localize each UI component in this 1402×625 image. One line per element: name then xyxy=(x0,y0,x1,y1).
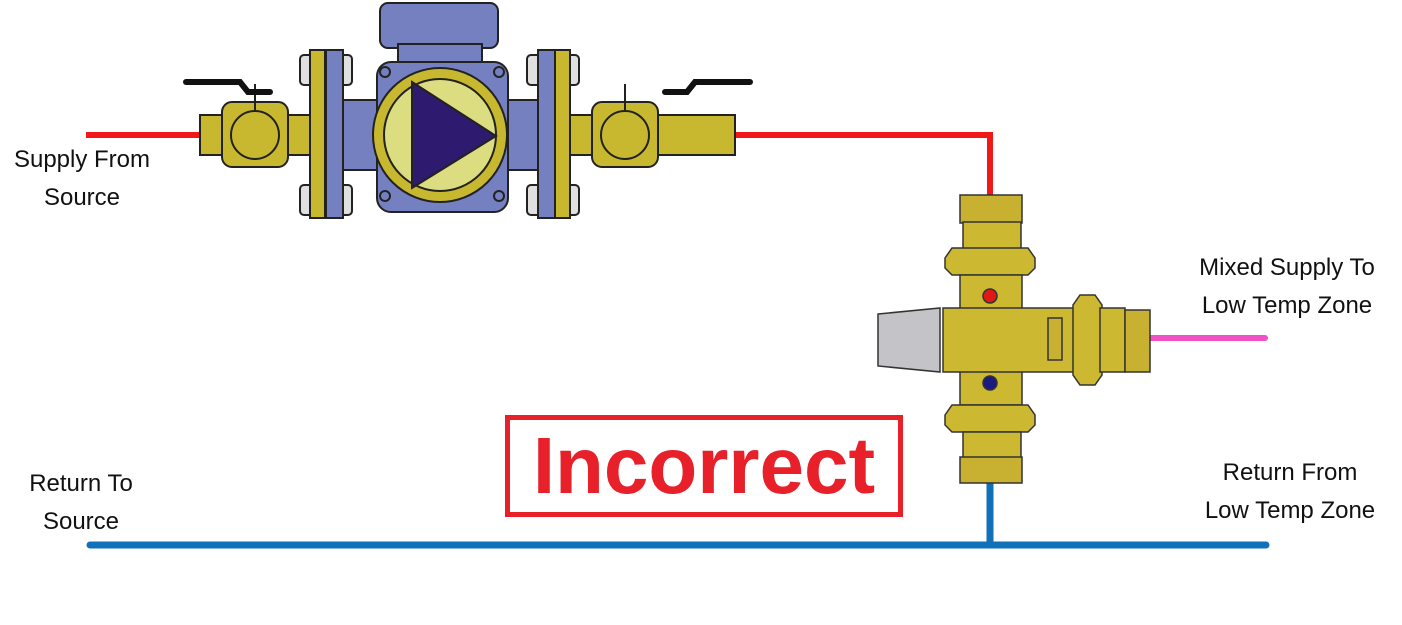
supply-pipe xyxy=(86,132,993,198)
hot-indicator-dot xyxy=(982,288,998,304)
mixing-valve xyxy=(877,194,1151,484)
cold-indicator-dot xyxy=(982,375,998,391)
label-return-to-source: Return To Source xyxy=(0,465,162,541)
play-arrow-icon xyxy=(411,80,498,190)
left-ball-valve xyxy=(183,79,301,168)
label-line: Supply From xyxy=(13,146,151,173)
label-line: Mixed Supply To xyxy=(1199,254,1375,281)
label-line: Return From xyxy=(1222,459,1358,486)
return-pipe xyxy=(86,476,1270,549)
label-line: Source xyxy=(42,508,120,535)
incorrect-badge: Incorrect xyxy=(505,415,903,517)
valve-handle-icon xyxy=(183,79,273,95)
label-line: Return To xyxy=(29,470,133,497)
label-line: Low Temp Zone xyxy=(1201,292,1373,319)
valve-handle-icon xyxy=(662,79,753,95)
label-line: Source xyxy=(43,184,121,211)
adjustment-knob xyxy=(877,307,941,373)
label-supply-from-source: Supply From Source xyxy=(0,141,164,217)
label-line: Low Temp Zone xyxy=(1204,497,1376,524)
circulator-pump xyxy=(287,2,593,219)
right-ball-valve xyxy=(569,79,753,168)
label-mixed-supply: Mixed Supply To Low Temp Zone xyxy=(1172,249,1402,325)
label-return-from-zone: Return From Low Temp Zone xyxy=(1175,454,1402,530)
